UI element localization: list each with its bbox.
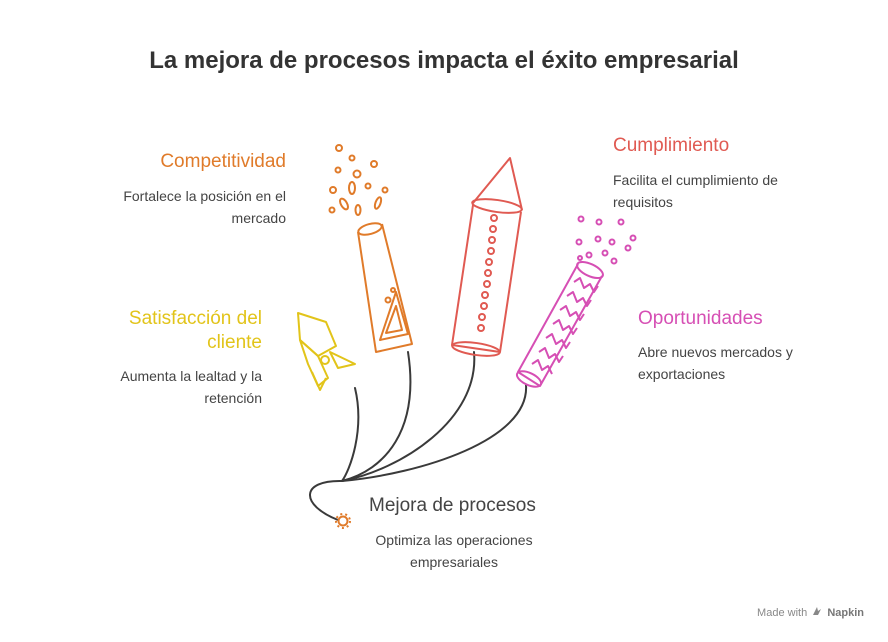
small-rocket-icon <box>297 312 356 391</box>
page-title: La mejora de procesos impacta el éxito e… <box>149 47 739 74</box>
fuse-spark-icon <box>335 513 351 529</box>
oportunidades-description: Abre nuevos mercados y exportaciones <box>638 344 793 382</box>
cumplimiento-title: Cumplimiento <box>613 135 730 156</box>
zigzag-firework-icon <box>515 215 637 388</box>
napkin-logo-icon <box>812 606 822 619</box>
footer-brand: Napkin <box>827 607 864 619</box>
satisfaccion-description: Aumenta la lealtad y la retención <box>120 368 262 406</box>
oportunidades-title: Oportunidades <box>638 308 763 329</box>
satisfaccion-title: Satisfacción del cliente <box>128 308 262 353</box>
rocket-firework-icon <box>451 157 523 357</box>
cumplimiento-description: Facilita el cumplimiento de requisitos <box>613 172 778 210</box>
center-description: Optimiza las operaciones empresariales <box>375 532 533 570</box>
footer-prefix: Made with <box>757 607 808 619</box>
fuse-lines <box>309 351 528 521</box>
center-title: Mejora de procesos <box>369 495 536 516</box>
competitividad-title: Competitividad <box>160 151 286 172</box>
firework-cone-icon <box>328 144 413 353</box>
made-with-napkin: Made with Napkin <box>757 606 864 619</box>
competitividad-description: Fortalece la posición en el mercado <box>123 188 286 226</box>
